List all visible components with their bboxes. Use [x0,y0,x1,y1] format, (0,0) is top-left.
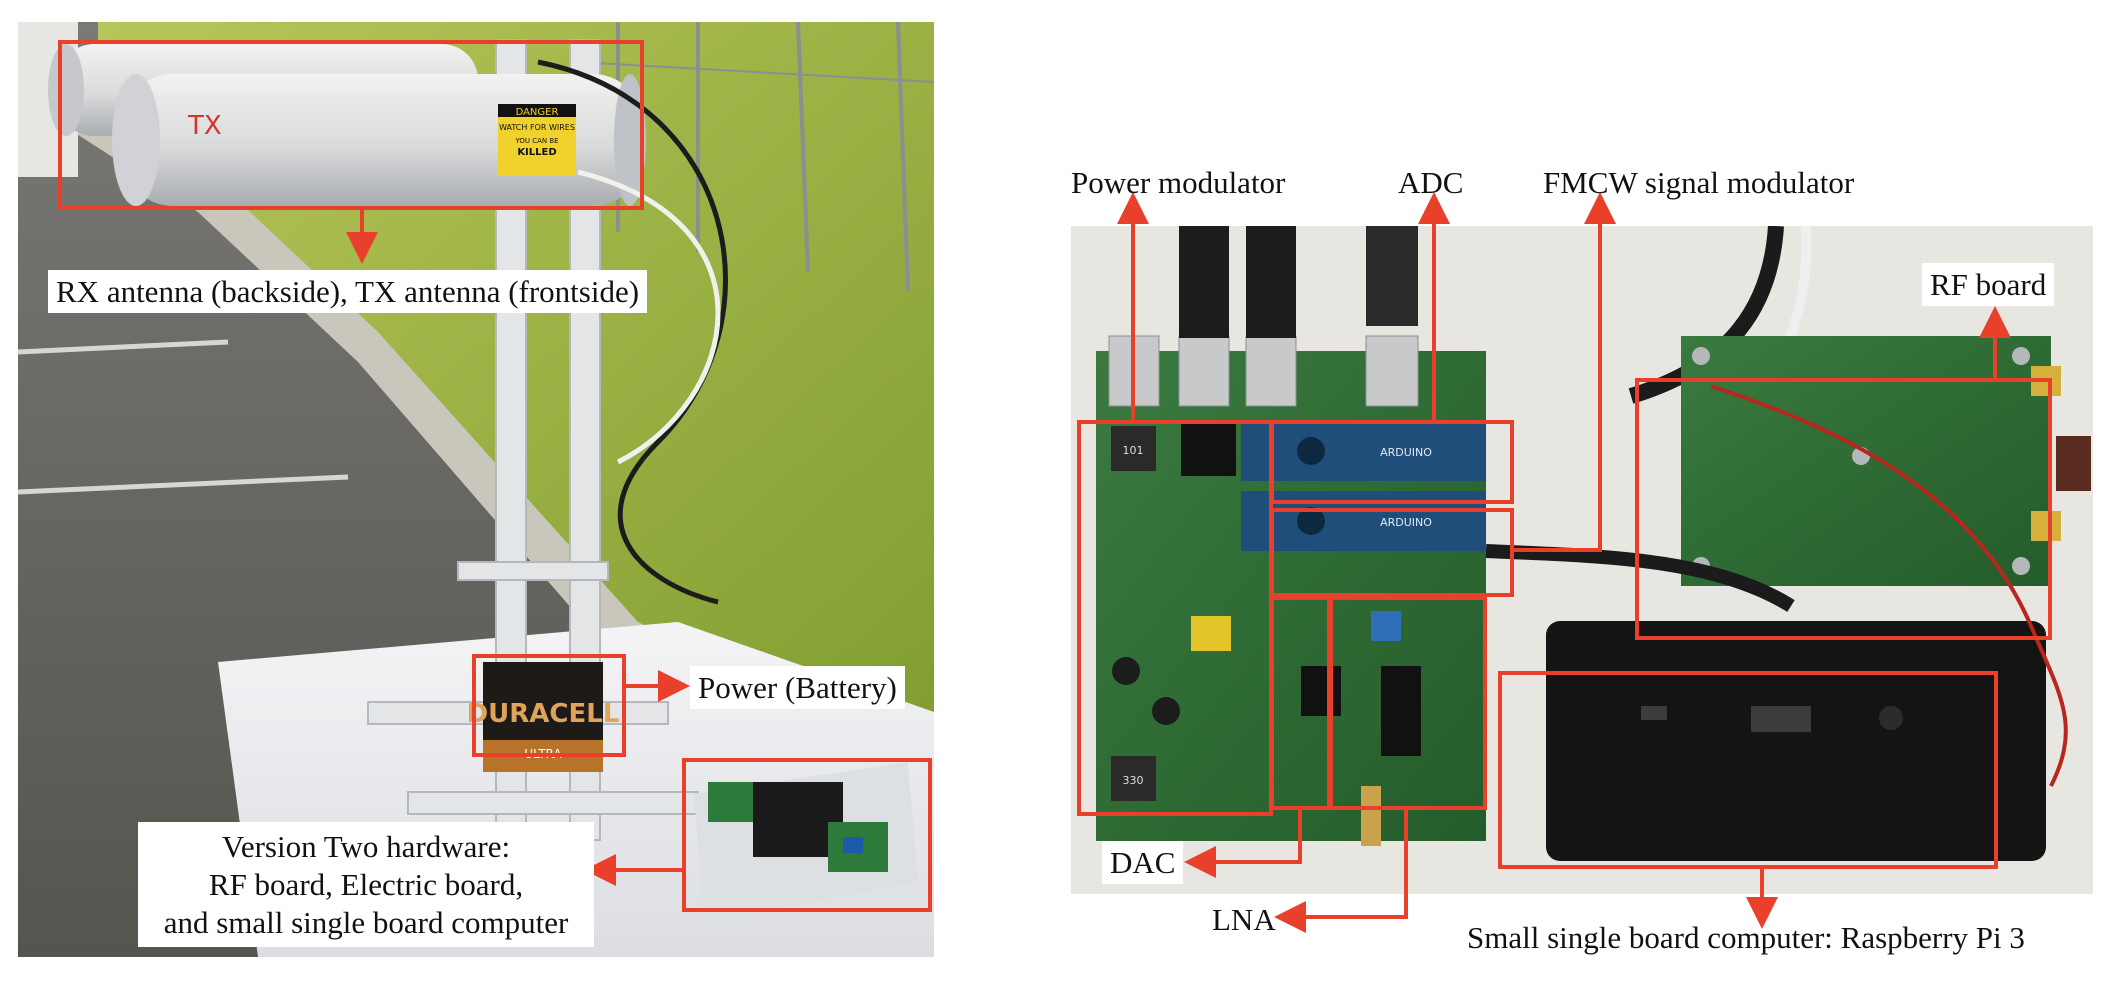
inductor-marking: 330 [1123,774,1144,787]
fmcw-signal-modulator-label: FMCW signal modulator [1543,165,1855,200]
lna-label: LNA [1212,902,1276,937]
power-battery-label: Power (Battery) [690,666,905,709]
antenna-label: RX antenna (backside), TX antenna (front… [48,270,648,313]
warning-line: KILLED [517,147,556,158]
battery-brand: DURACELL [467,699,620,729]
parking-line [18,474,349,495]
usb-ports [1108,335,1419,407]
right-photo: ARDUINO ARDUINO 101 330 [1071,226,2093,894]
adc-chip-marking: ARDUINO [1380,446,1432,459]
hardware-photo: ARDUINO ARDUINO 101 330 [1071,226,2093,894]
arduino-fmcw: ARDUINO [1241,491,1486,551]
tx-marking: TX [187,111,222,141]
warning-line: WATCH FOR WIRES [499,123,575,132]
battery: DURACELL ULTRA [467,662,620,772]
adc-label: ADC [1398,165,1464,200]
hardware-label-line: RF board, Electric board, [208,866,524,902]
left-photo: TX DANGER WATCH FOR WIRES YOU CAN BE KIL… [18,22,934,957]
dac-label: DAC [1102,841,1184,884]
fmcw-chip-marking: ARDUINO [1380,516,1432,529]
version-two-hardware-label: Version Two hardware:RF board, Electric … [138,822,594,948]
battery-sub: ULTRA [524,747,562,761]
inductor: 101 [1111,426,1156,471]
white-cable [577,169,721,465]
sbc-label: Small single board computer: Raspberry P… [1467,920,2025,955]
arduino-adc: ARDUINO [1241,421,1486,481]
warning-line: YOU CAN BE [514,137,558,145]
tx-antenna: TX DANGER WATCH FOR WIRES YOU CAN BE KIL… [112,74,646,206]
hardware-label-line: Version Two hardware: [221,829,511,864]
field-setup-photo: TX DANGER WATCH FOR WIRES YOU CAN BE KIL… [18,22,934,957]
power-modulator-label: Power modulator [1071,165,1286,200]
fence [577,22,934,293]
hardware-label-line: and small single board computer [163,904,569,940]
warning-line: DANGER [516,107,559,118]
inductor: 330 [1111,756,1156,801]
inductor-marking: 101 [1123,444,1144,457]
parking-line [18,339,229,355]
rf-board-label: RF board [1922,263,2055,306]
raspberry-pi-case [1546,621,2046,861]
